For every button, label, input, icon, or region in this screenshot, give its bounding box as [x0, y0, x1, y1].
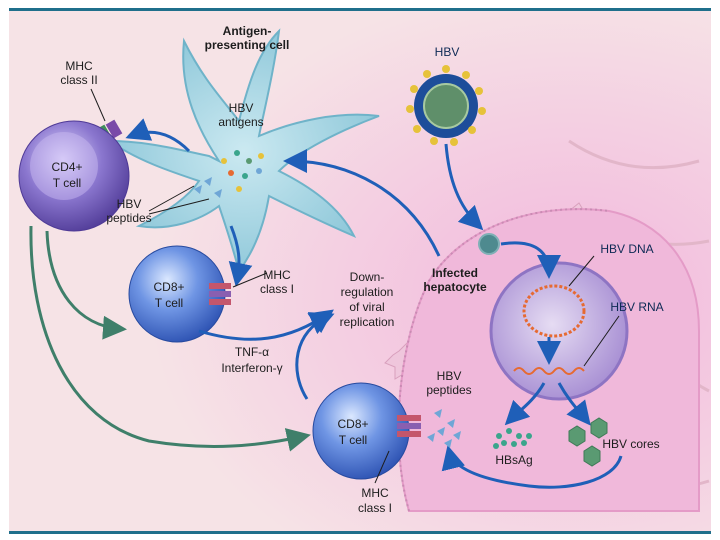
hbv-rna-pointer — [583, 315, 620, 367]
rna-to-hbsag-arrow — [504, 382, 546, 426]
hbv-rna-strand — [513, 367, 585, 375]
hbv-peptides-right-label-line2: peptides — [426, 383, 471, 397]
hepatocyte-label-line1: Infected — [432, 266, 478, 280]
rna-to-cores-arrow — [557, 382, 591, 426]
cd4-to-cd8-top-arrow — [45, 230, 127, 340]
hbv-dna-pointer — [568, 255, 595, 287]
mhc-top-pointer — [232, 272, 268, 288]
hbsag-label: HBsAg — [495, 453, 532, 467]
hbv-antigens-label-line1: HBV — [229, 101, 254, 115]
hepatocyte-nucleus — [489, 261, 629, 401]
mhc-class-i-top-receptor — [209, 283, 231, 305]
peptides-left-pointer — [148, 185, 210, 215]
downregulation-label-line1: Down- — [350, 270, 385, 284]
downregulation-label-line2: regulation — [341, 285, 394, 299]
mhc-class-ii-label-line1: MHC — [65, 59, 93, 73]
hbsag-particles — [493, 428, 532, 449]
hbv-rna-label: HBV RNA — [610, 300, 663, 314]
virus-infection-arrow — [444, 143, 484, 231]
cd8-bottom-label-line2: T cell — [339, 433, 367, 447]
hbv-virus-icon — [406, 65, 486, 146]
interferon-gamma-label: Interferon-γ — [221, 361, 282, 375]
mhc-class-i-top-label-line2: class I — [260, 282, 294, 296]
mhc-ii-pointer — [90, 88, 106, 122]
hbv-cores-particles — [568, 417, 608, 467]
downregulation-label-line4: replication — [340, 315, 395, 329]
hbv-peptides-left-label-line2: peptides — [106, 211, 151, 225]
hbv-peptides-left — [194, 177, 222, 198]
mhc-class-i-top-label-line1: MHC — [263, 268, 291, 282]
hepatocyte-to-apc-arrow — [283, 149, 441, 257]
mhc-class-i-bottom-label-line1: MHC — [361, 486, 389, 500]
cd4-to-cd8-bottom-arrow — [29, 225, 311, 452]
entering-virus-icon — [478, 233, 500, 255]
cores-to-peptides-arrow — [441, 445, 623, 489]
cd8-t-cell-bottom — [312, 382, 410, 480]
cd4-label-line1: CD4+ — [51, 160, 82, 174]
mhc-class-i-bottom-label-line2: class I — [358, 501, 392, 515]
antigen-presenting-cell — [105, 28, 380, 274]
mhc-class-ii-label-line2: class II — [60, 73, 97, 87]
apc-to-cd4-arrow — [125, 118, 191, 153]
hbv-virus-label: HBV — [435, 45, 460, 59]
cd8-top-label-line1: CD8+ — [153, 280, 184, 294]
mhc-class-i-bottom-receptor — [397, 415, 421, 437]
hbv-cores-label: HBV cores — [602, 437, 659, 451]
mhc-bottom-pointer — [374, 450, 390, 484]
hbv-peptides-right-label-line1: HBV — [437, 369, 462, 383]
hbv-dna-label: HBV DNA — [600, 242, 653, 256]
cd8-bottom-label-line1: CD8+ — [337, 417, 368, 431]
hbv-immune-diagram: Antigen- presenting cell MHC class II HB… — [9, 11, 711, 531]
hbv-peptides-left-label-line1: HBV — [117, 197, 142, 211]
cd8-bottom-to-downregulation-arrow — [295, 312, 335, 400]
hepatocyte-label-line2: hepatocyte — [423, 280, 487, 294]
hbv-antigens-label-line2: antigens — [218, 115, 263, 129]
apc-to-cd8-arrow — [228, 225, 253, 287]
apc-label-line1: Antigen- — [223, 24, 272, 38]
tnf-alpha-label: TNF-α — [235, 345, 269, 359]
hbv-antigen-particles — [221, 150, 264, 192]
apc-label-line2: presenting cell — [205, 38, 290, 52]
immune-response-figure: Antigen- presenting cell MHC class II HB… — [9, 8, 711, 534]
cd4-label-line2: T cell — [53, 176, 81, 190]
downregulation-label-line3: of viral — [349, 300, 384, 314]
hbv-peptides-right — [427, 409, 461, 448]
hbv-dna-ring — [522, 284, 586, 338]
virus-to-nucleus-arrow — [500, 241, 561, 279]
cd8-top-label-line2: T cell — [155, 296, 183, 310]
